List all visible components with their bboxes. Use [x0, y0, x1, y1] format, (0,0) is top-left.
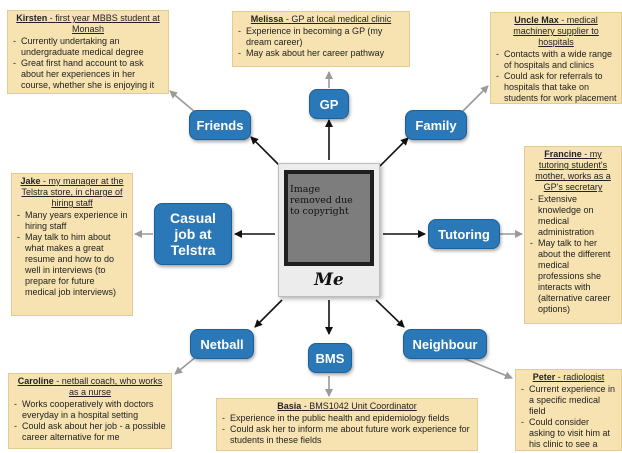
note-max-name: Uncle Max [514, 15, 559, 25]
note-kirsten-bullet: Great first hand account to ask about he… [13, 58, 164, 91]
arrow-me-family [379, 137, 409, 167]
arrow-me-friends [250, 136, 281, 167]
note-caroline: Caroline - netball coach, who works as a… [8, 373, 172, 449]
note-jake: Jake - my manager at the Telstra store, … [11, 173, 133, 316]
arrow-family-max [461, 85, 489, 113]
note-jake-name: Jake [20, 176, 41, 186]
note-max-role: medical machinery supplier to hospitals [513, 15, 599, 47]
note-francine: Francine - my tutoring student's mother,… [524, 146, 622, 324]
note-caroline-bullet: Could ask about her job - a possible car… [14, 421, 167, 443]
note-caroline-name: Caroline [17, 376, 54, 386]
note-francine-role: my tutoring student's mother, works as a… [535, 149, 611, 192]
photo-placeholder: Image removed due to copyright [284, 170, 374, 266]
note-caroline-bullet: Works cooperatively with doctors everyda… [14, 399, 167, 421]
node-bms: BMS [308, 343, 352, 373]
note-max: Uncle Max - medical machinery supplier t… [490, 12, 622, 104]
note-francine-bullet: Extensive knowledge on medical administr… [530, 194, 617, 238]
note-kirsten: Kirsten - first year MBBS student at Mon… [7, 10, 169, 94]
note-peter-name: Peter [532, 372, 556, 382]
photo-removed-text: Image removed due to copyright [290, 184, 353, 217]
node-netball: Netball [190, 329, 254, 359]
note-peter-role: radiologist [563, 372, 605, 382]
note-kirsten-name: Kirsten [16, 13, 48, 23]
node-casual-job: Casual job at Telstra [154, 203, 232, 265]
note-basia-role: BMS1042 Unit Coordinator [309, 401, 417, 411]
node-gp: GP [309, 89, 349, 119]
note-melissa-role: GP at local medical clinic [291, 14, 392, 24]
note-melissa-bullet: Experience in becoming a GP (my dream ca… [238, 26, 405, 48]
node-family: Family [405, 110, 467, 140]
note-basia: Basia - BMS1042 Unit Coordinator Experie… [216, 398, 478, 451]
note-jake-role: my manager at the Telstra store, in char… [21, 176, 124, 208]
arrow-neighbour-peter [457, 355, 513, 380]
note-max-bullet: Could ask for referrals to hospitals tha… [496, 71, 617, 103]
note-basia-name: Basia [277, 401, 302, 411]
arrow-netball-caroline [174, 355, 198, 375]
note-francine-name: Francine [544, 149, 582, 159]
me-caption: Me [314, 270, 344, 290]
note-jake-bullet: May talk to him about what makes a great… [17, 232, 128, 298]
note-kirsten-bullet: Currently undertaking an undergraduate m… [13, 36, 164, 58]
note-melissa: Melissa - GP at local medical clinic Exp… [232, 11, 410, 67]
note-melissa-bullet: May ask about her career pathway [238, 48, 405, 59]
arrow-me-neighbour [375, 299, 405, 328]
note-melissa-name: Melissa [250, 14, 284, 24]
note-max-bullet: Contacts with a wide range of hospitals … [496, 49, 617, 71]
node-tutoring: Tutoring [428, 219, 500, 249]
arrow-me-netball [254, 299, 283, 328]
note-basia-bullet: Could ask her to inform me about future … [222, 424, 473, 446]
note-basia-bullet: Experience in the public health and epid… [222, 413, 473, 424]
note-kirsten-role: first year MBBS student at Monash [55, 13, 160, 34]
note-peter: Peter - radiologist Current experience i… [515, 369, 622, 451]
arrow-friends-kirsten [169, 90, 196, 113]
note-peter-bullet: Could consider asking to visit him at hi… [521, 417, 617, 450]
note-francine-bullet: May talk to her about the different medi… [530, 238, 617, 315]
me-polaroid: Image removed due to copyright Me [278, 163, 380, 297]
note-peter-bullet: Current experience in a specific medical… [521, 384, 617, 417]
node-friends: Friends [189, 110, 251, 140]
node-neighbour: Neighbour [403, 329, 487, 359]
note-jake-bullet: Many years experience in hiring staff [17, 210, 128, 232]
note-caroline-role: netball coach, who works as a nurse [61, 376, 163, 397]
